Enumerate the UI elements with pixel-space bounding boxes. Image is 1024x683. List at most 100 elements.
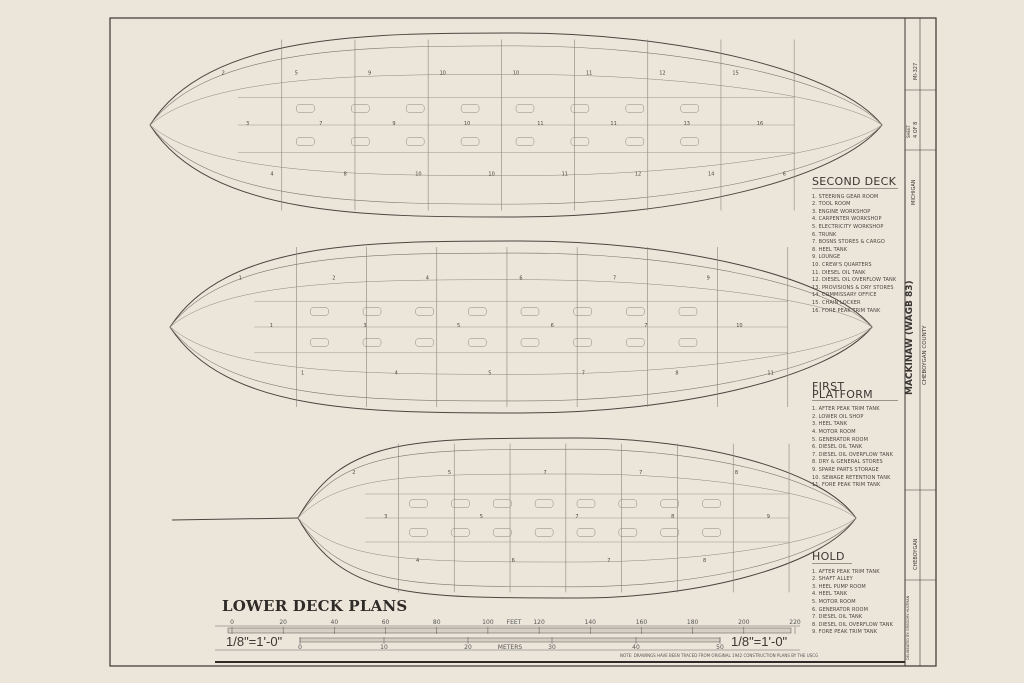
sheet-number: 4 OF 8 [913,121,919,138]
room-number: 13 [684,121,690,127]
equipment-outline [570,104,590,113]
room-number: 4 [426,276,429,282]
room-number: 6 [783,172,786,178]
feet-tick-label: 180 [686,619,699,626]
room-number: 7 [613,276,616,282]
equipment-outline [618,499,638,508]
room-number: 10 [513,70,519,76]
equipment-outline [576,528,596,537]
equipment-outline [415,338,434,347]
room-number: 15 [732,70,738,76]
meter-tick-label: 10 [380,644,388,651]
vessel-name: MACKINAW (WAGB 83) [905,280,915,395]
equipment-outline [451,528,470,537]
legend-item: 1. AFTER PEAK TRIM TANK [812,568,880,575]
room-number: 9 [767,514,770,520]
room-number: 10 [415,172,421,178]
room-number: 5 [488,370,491,376]
legend-item: 3. ENGINE WORKSHOP [812,208,871,215]
equipment-outline [573,338,592,347]
equipment-outline [468,338,487,347]
equipment-outline [660,499,679,508]
feet-tick-label: 100 [482,619,494,626]
room-number: 9 [707,276,710,282]
legend-item: 8. DRY & GENERAL STORES [812,459,883,466]
sheet-label: SHEET [906,124,911,138]
room-number: 8 [675,370,678,376]
equipment-outline [310,307,329,316]
room-number: 11 [586,70,592,76]
legend-item: 4. MOTOR ROOM [812,428,856,435]
legend-item: 8. DIESEL OIL OVERFLOW TANK [812,621,893,628]
survey-number: MI-327 [913,62,919,80]
meter-scale-bar [299,637,721,643]
feet-tick-label: 220 [789,619,801,626]
legend-item: 11. DIESEL OIL TANK [812,269,866,276]
equipment-outline [351,137,370,146]
room-number: 1 [239,276,242,282]
legend-item: 12. DIESEL OIL OVERFLOW TANK [812,277,897,284]
equipment-outline [405,137,425,146]
delineator: DELINEATED BY: GREGORY HULTMAN [906,595,910,660]
meter-tick-label: 20 [464,644,472,651]
equipment-outline [493,528,512,537]
room-number: 1 [301,370,304,376]
room-number: 2 [332,276,335,282]
room-number: 2 [222,70,225,76]
room-number: 9 [368,70,371,76]
room-number: 10 [736,323,742,329]
equipment-outline [534,499,554,508]
equipment-outline [493,499,512,508]
equipment-outline [351,104,370,113]
equipment-outline [678,338,698,347]
legend-item: 7. DIESEL OIL OVERFLOW TANK [812,451,893,458]
room-number: 11 [537,121,543,127]
equipment-outline [626,307,645,316]
legend-heading: SECOND DECK [812,175,898,189]
legend-item: 10. CREW'S QUARTERS [812,261,872,268]
room-number: 8 [344,172,347,178]
room-number: 7 [575,514,578,520]
legend-item: 9. SPARE PARTS STORAGE [812,466,879,473]
room-number: 12 [635,172,641,178]
meter-tick-label: 50 [716,644,724,651]
room-number: 10 [440,70,446,76]
equipment-outline [626,338,645,347]
legend-item: 6. TRUNK [812,231,837,238]
legend-item: 7. BOSNS STORES & CARGO [812,239,885,246]
stern-line [171,517,299,521]
equipment-outline [405,104,425,113]
meters-label: METERS [497,644,523,651]
room-number: 3 [363,323,366,329]
room-number: 10 [464,121,470,127]
room-number: 9 [392,121,395,127]
legend-item: 9. LOUNGE [812,254,841,261]
room-number: 4 [395,370,398,376]
legend-item: 2. TOOL ROOM [812,201,851,208]
county: CHEBOYGAN COUNTY [922,325,928,385]
equipment-outline [515,104,535,113]
room-number: 5 [480,514,483,520]
legend-item: 2. LOWER OIL SHOP [812,413,864,420]
feet-tick-label: 80 [432,619,441,626]
room-number: 5 [448,470,451,476]
legend-item: 5. MOTOR ROOM [812,598,856,605]
room-number: 8 [671,514,674,520]
legend-item: 3. HEEL PUMP ROOM [812,583,866,590]
equipment-outline [573,307,592,316]
room-number: 10 [488,172,494,178]
room-number: 16 [757,121,763,127]
room-number: 7 [639,470,642,476]
room-number: 4 [416,558,419,564]
room-number: 5 [295,70,298,76]
equipment-outline [678,307,698,316]
equipment-outline [362,338,382,347]
room-number: 12 [659,70,665,76]
equipment-outline [576,499,596,508]
scale-bar [215,625,800,651]
